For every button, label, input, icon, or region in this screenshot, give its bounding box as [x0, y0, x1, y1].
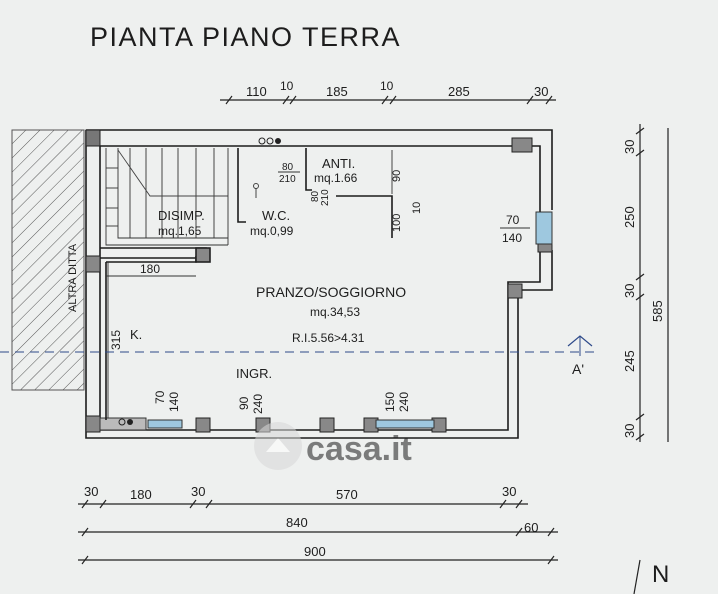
dim-bottom1-4: 30: [502, 484, 516, 499]
dim-right-0: 30: [622, 140, 637, 154]
dim-bottom2-1: 60: [524, 520, 538, 535]
dim-top-3: 10: [380, 79, 394, 93]
dim-bottom2-0: 840: [286, 515, 308, 530]
inner-dim-90: 90: [391, 170, 403, 182]
room-wc-area: mq.0,99: [250, 224, 294, 238]
room-pranzo-name: PRANZO/SOGGIORNO: [256, 284, 406, 300]
dim-bottom: 30 180 30 570 30 840 60 900: [78, 484, 558, 565]
room-ingr-name: INGR.: [236, 366, 272, 381]
room-kitchen-name: K.: [130, 327, 142, 342]
room-labels: ANTI. mq.1.66 DISIMP. mq.1,65 W.C. mq.0,…: [130, 156, 406, 381]
room-anti-area: mq.1.66: [314, 171, 358, 185]
door-wc-width: 80: [282, 162, 294, 173]
door-anti-width: 80: [310, 190, 321, 202]
window-living-width: 150: [383, 392, 397, 412]
dim-top-5: 30: [534, 84, 548, 99]
dim-bottom3-0: 900: [304, 544, 326, 559]
dim-right-total: 585: [650, 300, 665, 322]
window-east-width: 70: [506, 213, 520, 227]
watermark-text: casa.it: [306, 430, 412, 468]
door-entry-width: 90: [237, 396, 251, 410]
dim-right-3: 245: [622, 350, 637, 372]
dim-right-1: 250: [622, 206, 637, 228]
staircase: [105, 148, 229, 246]
dim-top: 110 10 185 10 285 30: [220, 79, 556, 105]
inner-dim-180: 180: [140, 262, 160, 276]
interior-walls: [100, 148, 393, 420]
dim-bottom1-1: 180: [130, 487, 152, 502]
room-pranzo-area: mq.34,53: [310, 305, 360, 319]
dim-top-1: 10: [280, 79, 294, 93]
dim-right: 30 250 30 245 30 585: [622, 124, 669, 442]
neighbor-label: ALTRA DITTA: [67, 243, 79, 312]
room-disimp-area: mq.1,65: [158, 224, 202, 238]
ri-note: R.I.5.56>4.31: [292, 331, 365, 345]
north-label: N: [652, 561, 669, 588]
window-living-height: 240: [397, 392, 411, 412]
dim-bottom1-3: 570: [336, 487, 358, 502]
windows: [147, 211, 553, 429]
exterior-walls: [85, 129, 553, 439]
dim-top-4: 285: [448, 84, 470, 99]
fixtures: [118, 137, 281, 426]
watermark: casa.it: [254, 422, 412, 470]
window-east-height: 140: [502, 231, 522, 245]
window-kitchen-height: 140: [167, 392, 181, 412]
room-wc-name: W.C.: [262, 208, 290, 223]
north-arrow: N: [633, 559, 669, 594]
inner-dim-315: 315: [109, 330, 123, 350]
room-anti-name: ANTI.: [322, 156, 355, 171]
door-wc-height: 210: [279, 174, 296, 185]
dim-top-0: 110: [246, 84, 267, 99]
inner-dim-100: 100: [391, 214, 403, 232]
inner-dim-10: 10: [411, 202, 423, 214]
dim-right-4: 30: [622, 424, 637, 438]
inner-dimensions: 180 315 90 100 10: [106, 150, 423, 418]
dim-top-2: 185: [326, 84, 348, 99]
dim-bottom1-2: 30: [191, 484, 205, 499]
door-entry-height: 240: [251, 394, 265, 414]
opening-labels: 80 210 80 210 70 140 70 140 90 240 150 2…: [153, 162, 530, 414]
room-disimp-name: DISIMP.: [158, 208, 205, 223]
neighbor-hatch: [11, 129, 85, 391]
window-kitchen-width: 70: [153, 390, 167, 404]
dim-bottom1-0: 30: [84, 484, 98, 499]
door-anti-height: 210: [320, 189, 331, 206]
section-marker: A': [572, 361, 584, 377]
section-line: R.I.5.56>4.31 A': [0, 331, 598, 377]
page-title: PIANTA PIANO TERRA: [90, 22, 401, 52]
dim-right-2: 30: [622, 284, 637, 298]
